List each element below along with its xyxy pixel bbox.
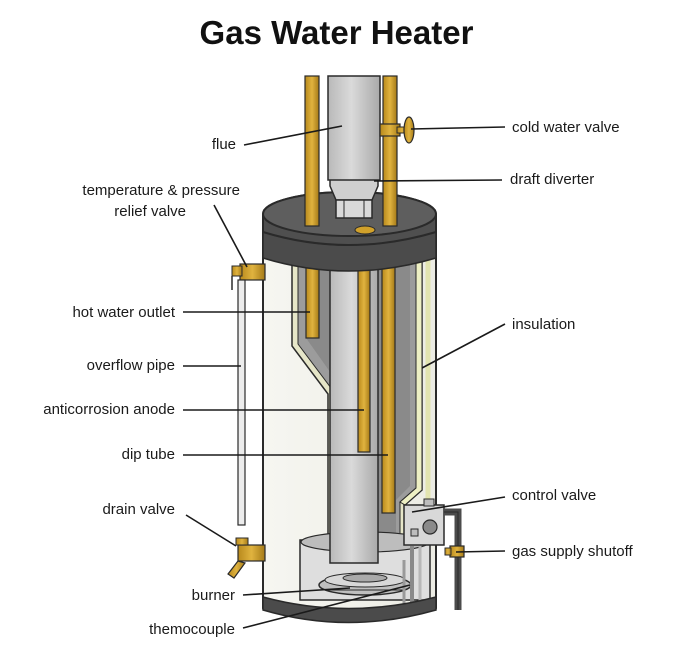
leader-lines bbox=[183, 125, 506, 629]
hot-water-pipe-top bbox=[304, 75, 320, 227]
leader-cold-water-valve bbox=[410, 126, 506, 130]
diagram-title: Gas Water Heater bbox=[199, 14, 474, 51]
control-valve-icon bbox=[403, 498, 462, 610]
draft-diverter bbox=[329, 177, 379, 219]
leader-burner bbox=[242, 587, 351, 596]
leader-drain-valve bbox=[185, 514, 237, 547]
overflow-pipe-icon bbox=[237, 279, 246, 526]
leader-draft-diverter bbox=[373, 179, 503, 182]
label-drain-valve: drain valve bbox=[102, 501, 175, 518]
tank-base bbox=[262, 596, 437, 624]
leader-tpr bbox=[213, 204, 248, 268]
cold-water-valve-icon bbox=[379, 116, 415, 144]
label-overflow-pipe: overflow pipe bbox=[86, 357, 175, 374]
label-tpr-line2: relief valve bbox=[114, 203, 186, 220]
cold-water-pipe-top bbox=[382, 75, 398, 227]
label-insulation: insulation bbox=[512, 316, 576, 333]
label-cold-water-valve: cold water valve bbox=[512, 119, 620, 136]
leader-insulation bbox=[421, 323, 506, 369]
label-draft-diverter: draft diverter bbox=[510, 171, 595, 188]
label-thermocouple: themocouple bbox=[149, 621, 235, 638]
label-anticorrosion-anode: anticorrosion anode bbox=[43, 401, 175, 418]
anode-rod bbox=[357, 261, 371, 453]
label-control-valve: control valve bbox=[512, 487, 597, 504]
label-dip-tube: dip tube bbox=[121, 446, 175, 463]
leader-flue bbox=[243, 125, 343, 146]
label-gas-supply-shutoff: gas supply shutoff bbox=[512, 543, 633, 560]
tp-relief-valve-icon bbox=[231, 263, 266, 290]
leader-gas-shutoff bbox=[455, 550, 506, 553]
leader-thermocouple bbox=[242, 584, 411, 629]
label-burner: burner bbox=[191, 587, 235, 604]
burner-assembly bbox=[318, 572, 412, 596]
flue-stack bbox=[327, 75, 381, 181]
leader-control-valve bbox=[411, 496, 506, 513]
label-tpr-line1: temperature & pressure bbox=[82, 182, 240, 199]
label-hot-water-outlet: hot water outlet bbox=[72, 304, 175, 321]
drain-valve-icon bbox=[227, 537, 266, 579]
thermocouple-tubes bbox=[402, 546, 422, 605]
label-flue: flue bbox=[211, 136, 236, 153]
